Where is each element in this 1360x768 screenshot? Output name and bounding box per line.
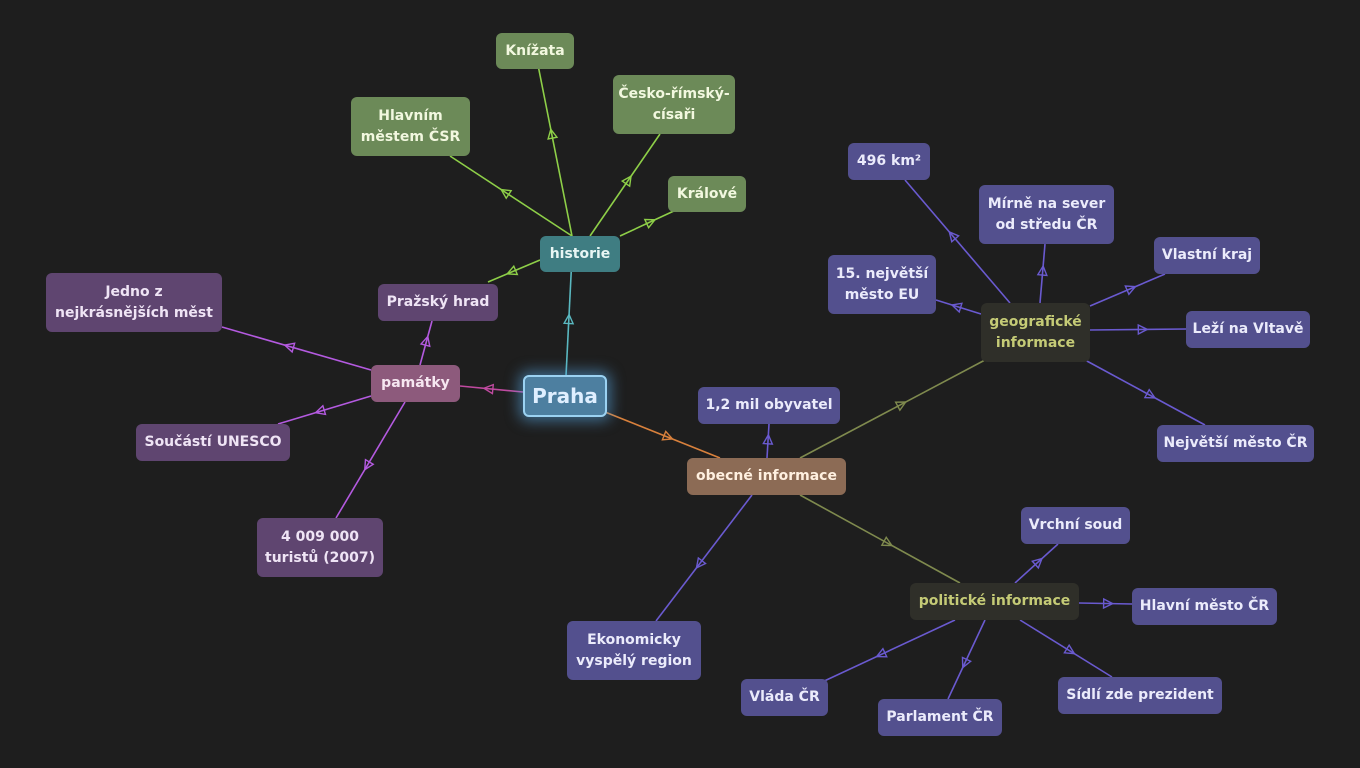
node-kralove[interactable]: Králové (668, 176, 746, 212)
node-vrchni-soud[interactable]: Vrchní soud (1021, 507, 1130, 544)
connector-line-0 (564, 255, 573, 397)
connector-arrow-18 (1124, 285, 1137, 296)
node-turistu-2007[interactable]: 4 009 000 turistů (2007) (257, 518, 383, 577)
connector-arrow-5 (505, 264, 519, 276)
connector-arrow-12 (762, 433, 774, 445)
connector-line-4 (619, 209, 677, 237)
connector-arrow-26 (1063, 643, 1076, 655)
connector-line-3 (589, 133, 661, 237)
connector-arrow-24 (875, 647, 888, 658)
connector-arrow-10 (363, 458, 375, 472)
connector-arrow-19 (950, 302, 963, 314)
connector-line-5 (487, 259, 541, 283)
node-lezi-na-vltave[interactable]: Leží na Vltavě (1186, 311, 1310, 348)
node-sidli-zde-prezident[interactable]: Sídlí zde prezident (1058, 677, 1222, 714)
connector-line-24 (819, 619, 956, 684)
connector-arrow-6 (482, 383, 495, 395)
connector-arrow-14 (894, 401, 908, 412)
connector-arrow-11 (661, 430, 674, 441)
connector-line-2 (449, 155, 573, 237)
node-mirne-na-sever[interactable]: Mírně na sever od středu ČR (979, 185, 1114, 244)
connector-line-14 (799, 359, 986, 459)
node-vlada-cr[interactable]: Vláda ČR (741, 679, 828, 716)
connector-arrow-22 (1031, 557, 1044, 570)
connector-arrow-15 (880, 535, 894, 547)
node-pamatky[interactable]: památky (371, 365, 460, 402)
node-rozloha[interactable]: 496 km² (848, 143, 930, 180)
node-nejvetsi-mesto-eu[interactable]: 15. největší město EU (828, 255, 936, 314)
connector-line-26 (1019, 619, 1113, 678)
connector-arrow-8 (283, 342, 296, 354)
connector-line-22 (1014, 543, 1059, 584)
connector-arrow-21 (1143, 388, 1157, 399)
connector-line-1 (534, 49, 573, 237)
connector-arrow-17 (1036, 264, 1048, 277)
node-parlament-cr[interactable]: Parlament ČR (878, 699, 1002, 736)
connector-line-10 (335, 401, 406, 519)
node-nejvetsi-mesto-cr[interactable]: Největší město ČR (1157, 425, 1314, 462)
node-cesko-rimsky-cisari[interactable]: Česko-římský-císaři (613, 75, 735, 134)
connector-line-11 (604, 411, 721, 459)
connector-arrow-2 (499, 188, 513, 200)
connector-line-15 (799, 494, 961, 584)
connector-line-6 (459, 385, 524, 393)
connector-arrow-20 (1137, 323, 1149, 336)
connector-line-23 (1078, 602, 1133, 605)
node-obyvatel[interactable]: 1,2 mil obyvatel (698, 387, 840, 424)
connector-arrow-3 (620, 174, 632, 188)
connector-arrow-25 (961, 656, 972, 669)
connector-arrow-1 (547, 127, 559, 140)
root-node-praha[interactable]: Praha (523, 375, 607, 417)
connector-line-16 (904, 179, 1011, 304)
node-knizata[interactable]: Knížata (496, 33, 574, 69)
node-ekonomicky-vyspely-region[interactable]: Ekonomicky vyspělý region (567, 621, 701, 680)
connector-arrow-13 (695, 556, 707, 570)
connector-line-21 (1084, 359, 1206, 426)
connector-line-19 (935, 299, 982, 315)
node-obecne-informace[interactable]: obecné informace (687, 458, 846, 495)
connector-arrow-16 (948, 230, 960, 243)
node-historie[interactable]: historie (540, 236, 620, 272)
node-hlavnim-mestem-csr[interactable]: Hlavním městem ČSR (351, 97, 470, 156)
connector-arrow-23 (1102, 597, 1115, 610)
node-soucasti-unesco[interactable]: Součástí UNESCO (136, 424, 290, 461)
node-politicke-informace[interactable]: politické informace (910, 583, 1079, 620)
connector-arrow-9 (314, 404, 327, 416)
connector-line-8 (221, 326, 372, 371)
node-jedno-z-nejkrasnejsich-mest[interactable]: Jedno z nejkrásnějších měst (46, 273, 222, 332)
connector-arrow-0 (562, 312, 575, 325)
connector-line-7 (419, 320, 433, 366)
connector-line-12 (766, 423, 770, 459)
node-geograficke-informace[interactable]: geografické informace (981, 303, 1090, 362)
node-prazsky-hrad[interactable]: Pražský hrad (378, 284, 498, 321)
connector-group (221, 49, 1206, 700)
connector-line-17 (1039, 243, 1046, 304)
node-hlavni-mesto-cr[interactable]: Hlavní město ČR (1132, 588, 1277, 625)
connector-arrow-4 (643, 218, 657, 229)
connector-line-13 (655, 494, 753, 622)
node-vlastni-kraj[interactable]: Vlastní kraj (1154, 237, 1260, 274)
connector-arrow-7 (419, 334, 431, 348)
